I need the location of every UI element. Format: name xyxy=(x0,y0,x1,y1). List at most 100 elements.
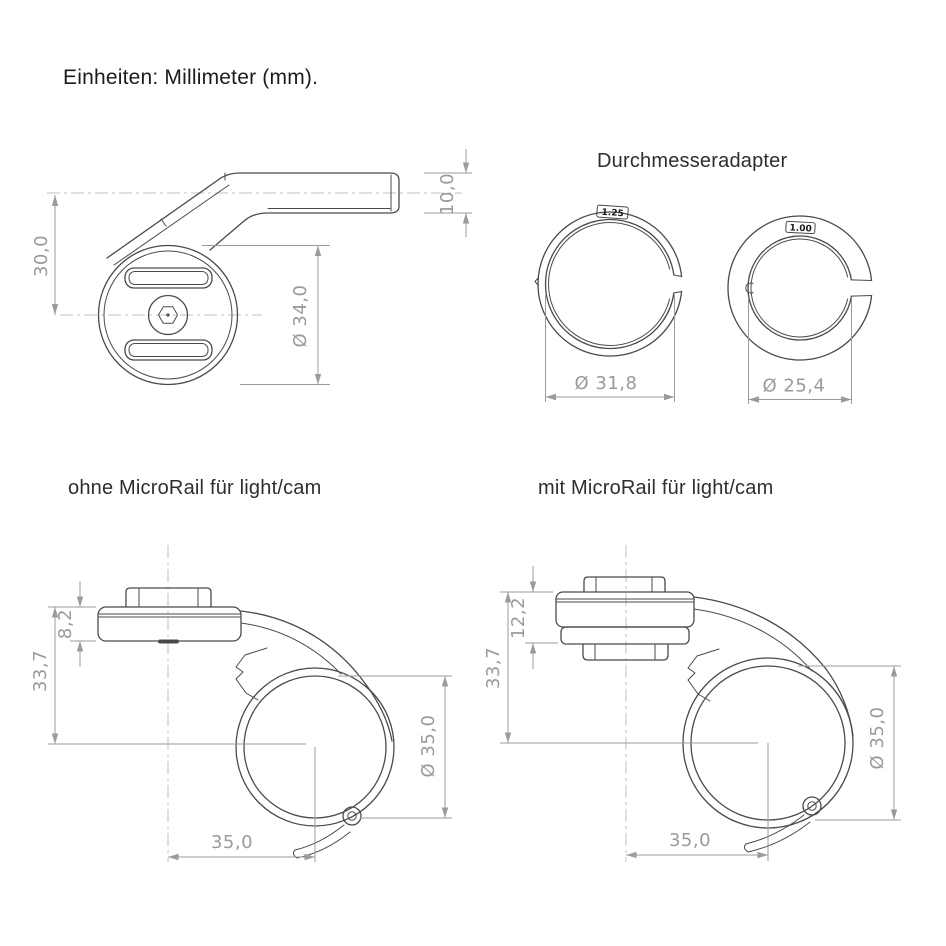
lower-band xyxy=(560,626,690,645)
with-microrail-section-title: mit MicroRail für light/cam xyxy=(538,477,774,499)
arrow xyxy=(626,851,637,859)
mount-side-view-no-microrail: 8,2 33,7 Ø 35,0 35,0 xyxy=(30,545,452,862)
arm-outer xyxy=(240,610,393,742)
ring-small-outer xyxy=(727,215,873,361)
dim-label-337: 33,7 xyxy=(483,647,504,689)
arrow xyxy=(51,733,59,744)
arrow xyxy=(462,162,470,173)
upper-slot-inner xyxy=(128,271,209,285)
arrow xyxy=(841,396,852,403)
mount-arm-outline xyxy=(106,172,400,259)
units-note: Einheiten: Millimeter (mm). xyxy=(63,66,319,89)
dim-label-35r: 35,0 xyxy=(669,830,711,851)
clamp-latch xyxy=(687,648,720,702)
ring-small-inner xyxy=(747,235,853,341)
dim-label-254: Ø 25,4 xyxy=(763,376,826,397)
tangent-tick-2 xyxy=(160,218,167,227)
ring-large-outer xyxy=(537,211,683,357)
dim-line-337 xyxy=(500,591,758,744)
dim-label-30: 30,0 xyxy=(31,235,52,277)
clamp-latch xyxy=(235,647,268,701)
dim-line-34 xyxy=(202,245,330,385)
lower-slot xyxy=(124,339,213,361)
clamp-lever xyxy=(743,814,811,853)
arrow xyxy=(314,374,322,385)
arrow xyxy=(76,596,84,607)
arrow xyxy=(51,304,59,315)
arrow xyxy=(462,213,470,224)
arrow xyxy=(504,592,512,603)
arrow xyxy=(529,581,537,592)
clamp-bolt xyxy=(342,806,362,826)
dim-label-10: 10,0 xyxy=(437,173,458,215)
arrow xyxy=(314,245,322,256)
dim-line-82 xyxy=(70,581,96,667)
arrow xyxy=(51,195,59,206)
clamp-bolt-inner xyxy=(347,811,357,821)
arrow xyxy=(890,809,898,820)
dim-label-318: Ø 31,8 xyxy=(575,373,638,394)
clamp-lever xyxy=(292,824,351,859)
micro-rail xyxy=(582,643,669,661)
dim-line-35r xyxy=(168,747,316,862)
top-rail xyxy=(583,576,666,593)
micro-rail-lines xyxy=(594,643,656,661)
diameter-adapters-drawing: 1.25 Ø 31,8 1.00 Ø 25,4 xyxy=(534,204,873,404)
dim-line-337 xyxy=(48,606,306,745)
dim-label-82: 8,2 xyxy=(55,609,76,639)
dim-label-34: Ø 34,0 xyxy=(290,285,311,348)
arrow xyxy=(545,393,556,401)
no-microrail-section-title: ohne MicroRail für light/cam xyxy=(68,477,322,499)
ring-small-inner2 xyxy=(750,238,849,338)
arrow xyxy=(748,396,759,403)
upper-slot xyxy=(124,267,213,289)
arrow xyxy=(890,666,898,677)
top-rail-lines xyxy=(595,576,653,593)
arrow xyxy=(76,641,84,652)
ring-large-inner xyxy=(544,218,675,350)
ring-large-marking-box xyxy=(596,204,629,220)
head-puck xyxy=(555,591,695,628)
dim-label-337: 33,7 xyxy=(30,650,51,692)
front-view-drawing: 30,0 10,0 Ø 34,0 xyxy=(31,149,472,386)
arm-inner xyxy=(693,608,813,672)
dim-line-35d xyxy=(798,665,901,821)
arrow xyxy=(504,732,512,743)
dim-line-35d xyxy=(338,675,452,819)
arm-inner xyxy=(240,622,342,675)
ring-large-gap xyxy=(673,274,683,294)
arrow xyxy=(664,393,675,401)
ring-small-notch xyxy=(745,282,754,294)
dim-label-35d: Ø 35,0 xyxy=(867,707,888,770)
dim-line-35r xyxy=(626,743,769,861)
arrow xyxy=(304,853,315,861)
dim-line-122 xyxy=(525,566,558,669)
dim-label-35d: Ø 35,0 xyxy=(418,715,439,778)
hex-bolt xyxy=(158,306,178,324)
arrow xyxy=(168,853,179,861)
ring-small-marking-box xyxy=(785,220,816,235)
mount-face-inner-circle xyxy=(103,250,233,380)
dim-line-318 xyxy=(545,295,675,402)
head-puck-lines xyxy=(98,613,241,618)
arrow xyxy=(51,607,59,618)
arrow xyxy=(757,851,768,859)
mount-face-outer-circle xyxy=(97,244,239,386)
top-rail-lines xyxy=(138,587,199,608)
arrow xyxy=(441,676,449,687)
ring-large-marking: 1.25 xyxy=(601,208,624,220)
clamp-bolt-inner xyxy=(807,801,817,811)
clamp-bolt xyxy=(802,796,822,816)
top-rail xyxy=(125,587,212,608)
dim-label-122: 12,2 xyxy=(508,597,529,639)
ring-small-gap xyxy=(850,279,873,297)
ring-large-notch xyxy=(534,277,539,286)
dim-label-35r: 35,0 xyxy=(211,832,253,853)
ring-large-inner2 xyxy=(548,222,671,346)
head-nub xyxy=(158,639,179,644)
hex-bolt-center xyxy=(166,313,170,317)
dim-line-10 xyxy=(424,149,472,237)
ring-small-marking: 1.00 xyxy=(789,223,812,234)
arrow xyxy=(529,643,537,654)
